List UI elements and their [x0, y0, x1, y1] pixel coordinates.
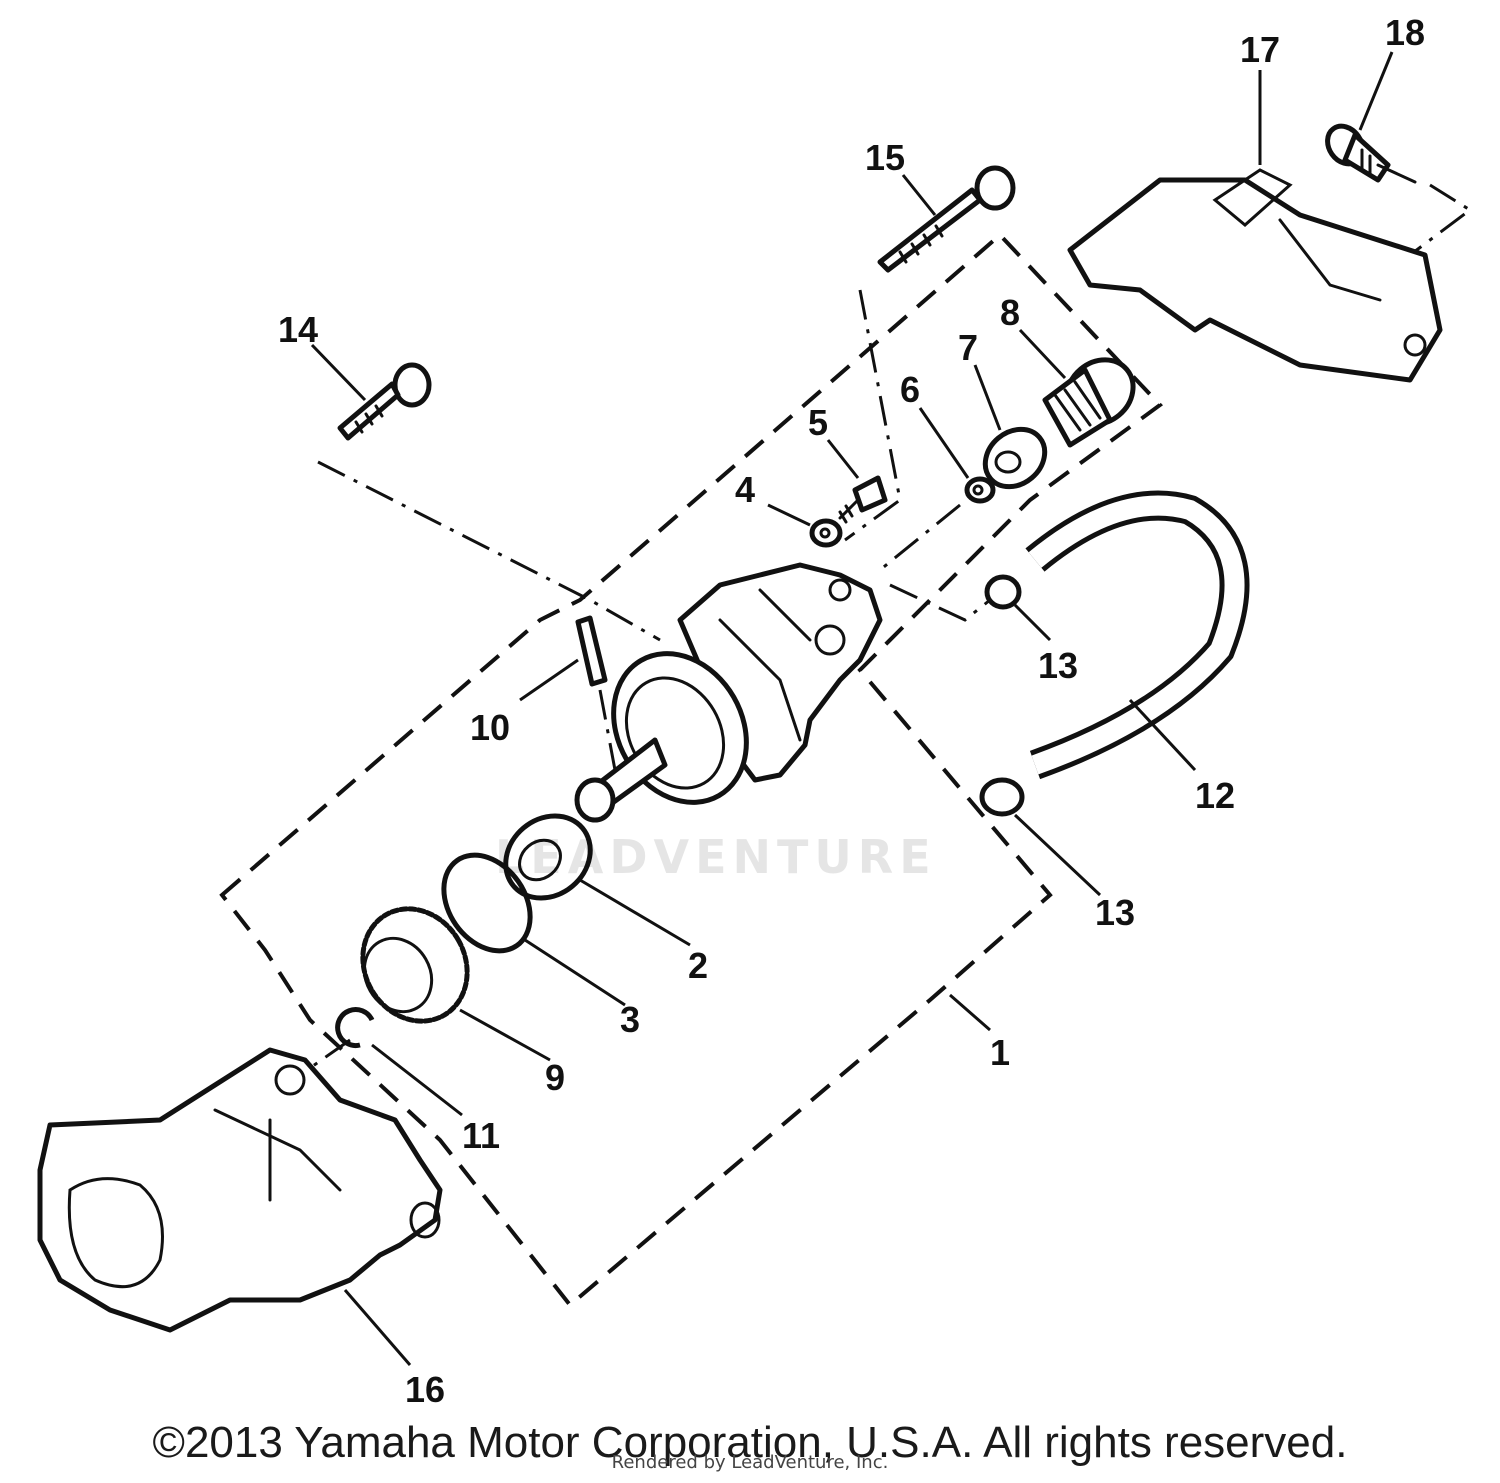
clip-part-13-lower	[979, 777, 1025, 817]
screw-part-18	[1325, 123, 1417, 184]
leader-8	[1018, 328, 1067, 380]
leader-4	[767, 503, 811, 527]
leader-12	[1128, 698, 1197, 772]
callout-18: 18	[1385, 12, 1425, 53]
leader-14	[310, 343, 367, 402]
callout-5: 5	[808, 402, 828, 443]
axis-line-10	[598, 689, 617, 771]
leader-15	[901, 174, 937, 216]
axis-line-6	[879, 503, 961, 572]
washer-part-6	[964, 476, 996, 504]
axis-line-18	[1409, 183, 1473, 257]
hose-part-12	[1025, 490, 1250, 780]
gear-part-9	[360, 906, 470, 1024]
callout-14: 14	[278, 309, 318, 350]
rendered-by-credit: Rendered by LeadVenture, Inc.	[611, 1452, 889, 1473]
bearing-part-2	[503, 813, 593, 901]
housing-part-16	[37, 1047, 443, 1333]
leader-5	[826, 439, 860, 479]
screw-part-5	[838, 475, 888, 524]
leader-13b	[1013, 813, 1102, 897]
leader-13a	[1013, 603, 1052, 642]
callout-12: 12	[1195, 775, 1235, 816]
callout-7: 7	[958, 327, 978, 368]
axis-line-14	[317, 460, 661, 642]
callout-2: 2	[688, 945, 708, 986]
washer-part-7	[982, 426, 1048, 490]
oil-pump-body	[574, 562, 883, 823]
callout-3: 3	[620, 999, 640, 1040]
callout-1: 1	[990, 1032, 1010, 1073]
callout-6: 6	[900, 369, 920, 410]
circlip-part-11	[335, 1007, 375, 1049]
leader-1	[949, 993, 991, 1032]
bracket-part-17	[1067, 168, 1443, 383]
pin-part-10	[575, 615, 608, 687]
bolt-part-14	[337, 362, 432, 441]
axis-line-13	[889, 583, 991, 622]
exploded-parts-diagram: 18 17 15 14 8 7 6 5 4 13 10 12 13 2 3 1 …	[37, 12, 1473, 1410]
leader-7	[973, 364, 1002, 431]
washer-part-4	[809, 518, 843, 548]
bolt-part-15	[877, 165, 1016, 273]
callout-13-lower: 13	[1095, 892, 1135, 933]
leader-2	[579, 878, 691, 947]
watermark-text: LEADVENTURE	[495, 830, 937, 884]
callout-9: 9	[545, 1057, 565, 1098]
leader-11	[371, 1043, 463, 1117]
callout-17: 17	[1240, 29, 1280, 70]
axis-line-15	[844, 289, 902, 542]
assembly-outline	[219, 232, 1164, 1308]
clip-part-13-upper	[984, 574, 1022, 610]
leader-6	[918, 407, 970, 479]
leader-18	[1358, 51, 1394, 131]
leader-10	[519, 658, 579, 702]
callout-11: 11	[462, 1115, 500, 1156]
callout-10: 10	[470, 707, 510, 748]
plug-bolt-part-8	[1042, 357, 1136, 448]
callout-4: 4	[735, 469, 755, 510]
callout-16: 16	[405, 1369, 445, 1410]
leader-9	[459, 1008, 551, 1062]
o-ring-part-3	[441, 852, 533, 954]
axis-line-11	[299, 1038, 351, 1077]
callout-13-upper: 13	[1038, 645, 1078, 686]
copyright-notice: ©2013 Yamaha Motor Corporation, U.S.A. A…	[152, 1418, 1348, 1467]
callout-8: 8	[1000, 292, 1020, 333]
leader-3	[524, 938, 626, 1007]
callout-15: 15	[865, 137, 905, 178]
leader-16	[343, 1289, 412, 1366]
